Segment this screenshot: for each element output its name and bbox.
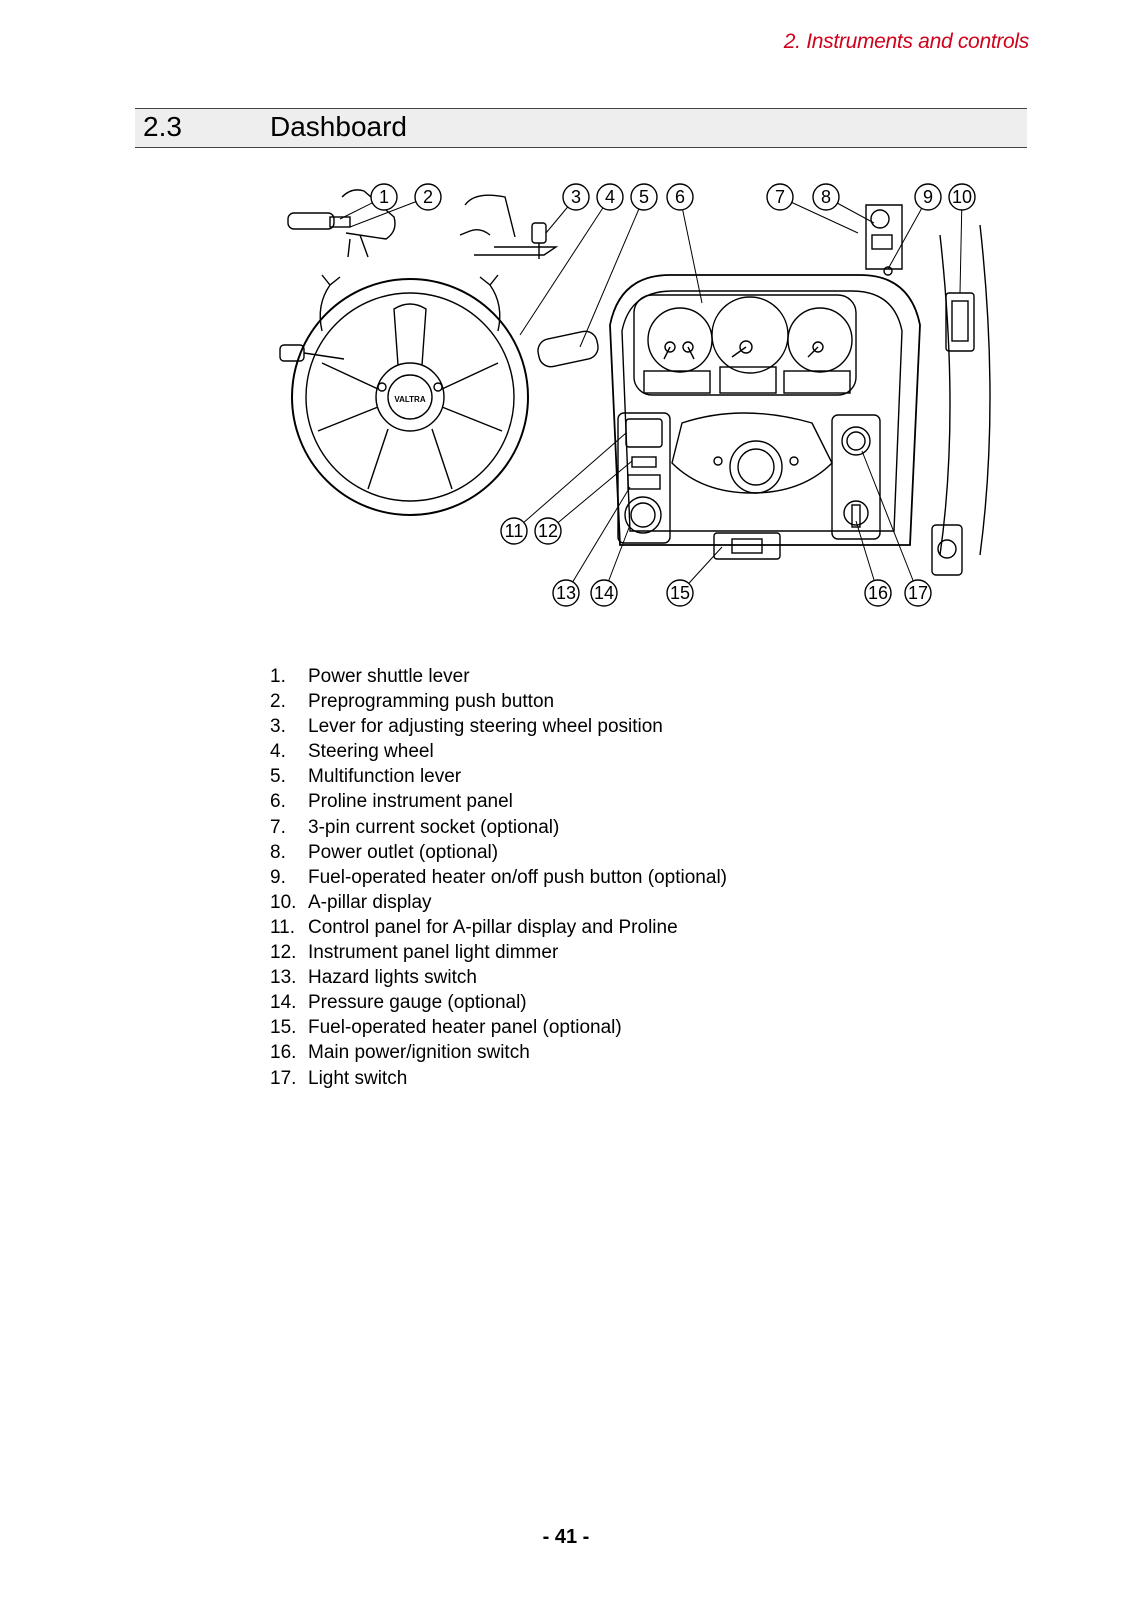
section-heading-bar: 2.3 Dashboard <box>135 108 1027 148</box>
legend-item: 16.Main power/ignition switch <box>270 1042 530 1064</box>
legend-item: 5.Multifunction lever <box>270 766 462 788</box>
dashboard-diagram: VALTRA <box>279 183 991 607</box>
legend-item: 10.A-pillar display <box>270 891 432 913</box>
callout-9: 9 <box>923 187 933 207</box>
callout-13: 13 <box>556 583 576 603</box>
callout-7: 7 <box>775 187 785 207</box>
steering-adjust-lever-drawing <box>459 194 559 259</box>
instrument-cluster-drawing <box>609 274 921 560</box>
callout-17: 17 <box>908 583 928 603</box>
legend-item: 12.Instrument panel light dimmer <box>270 942 559 964</box>
legend-item: 9.Fuel-operated heater on/off push butto… <box>270 866 727 888</box>
component-legend: 1.Power shuttle lever 2.Preprogramming p… <box>270 664 727 1091</box>
callout-4: 4 <box>605 187 615 207</box>
legend-item: 13.Hazard lights switch <box>270 967 477 989</box>
callout-2: 2 <box>423 187 433 207</box>
callout-14: 14 <box>594 583 614 603</box>
multifunction-lever-drawing <box>537 330 599 368</box>
legend-item: 7.3-pin current socket (optional) <box>270 816 560 838</box>
legend-item: 3.Lever for adjusting steering wheel pos… <box>270 716 663 738</box>
legend-item: 1.Power shuttle lever <box>270 666 470 687</box>
legend-item: 14.Pressure gauge (optional) <box>270 992 527 1014</box>
section-title: Dashboard <box>270 111 407 142</box>
legend-item: 17.Light switch <box>270 1067 408 1089</box>
legend-item: 8.Power outlet (optional) <box>270 841 499 863</box>
legend-item: 11.Control panel for A-pillar display an… <box>270 916 678 938</box>
chapter-heading: 2. Instruments and controls <box>783 30 1030 53</box>
a-pillar-display-drawing <box>939 224 991 556</box>
legend-item: 2.Preprogramming push button <box>270 691 555 713</box>
dashboard-illustration: VALTRA <box>270 175 1010 635</box>
callout-16: 16 <box>868 583 888 603</box>
legend-item: 15.Fuel-operated heater panel (optional) <box>270 1017 622 1039</box>
callout-3: 3 <box>571 187 581 207</box>
steering-wheel-drawing: VALTRA <box>279 274 529 516</box>
callout-5: 5 <box>639 187 649 207</box>
power-shuttle-lever-drawing <box>287 189 396 258</box>
callout-8: 8 <box>821 187 831 207</box>
steering-wheel-logo: VALTRA <box>394 395 425 404</box>
callout-markers: 1 2 3 4 5 6 7 8 9 10 11 12 13 14 15 16 1… <box>370 183 976 607</box>
legend-item: 4.Steering wheel <box>270 741 434 763</box>
callout-10: 10 <box>952 187 972 207</box>
socket-drawing <box>865 204 903 276</box>
callout-6: 6 <box>675 187 685 207</box>
page-number: - 41 - <box>542 1526 590 1548</box>
callout-12: 12 <box>538 521 558 541</box>
callout-15: 15 <box>670 583 690 603</box>
section-number: 2.3 <box>143 111 182 142</box>
leader-lines <box>339 196 963 594</box>
legend-item: 6.Proline instrument panel <box>270 791 513 813</box>
callout-11: 11 <box>505 521 524 541</box>
light-switch-drawing <box>931 524 963 576</box>
callout-1: 1 <box>379 187 389 207</box>
